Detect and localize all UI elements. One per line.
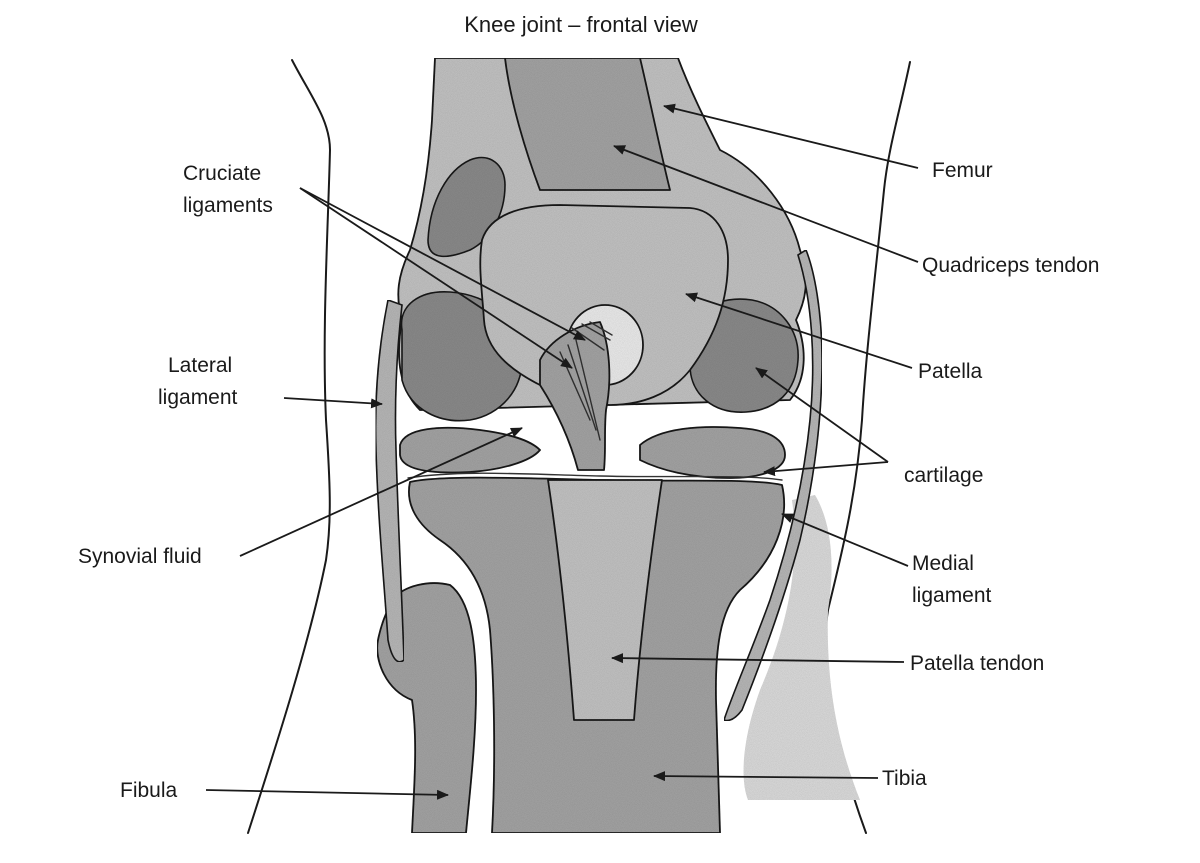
label-cruciate-line2: ligaments (183, 194, 273, 217)
quadriceps-tendon (504, 57, 671, 191)
label-synovial-fluid: Synovial fluid (78, 545, 202, 568)
label-quadriceps-tendon: Quadriceps tendon (922, 254, 1099, 277)
meniscus-medial (639, 426, 786, 479)
arrow-femur (663, 103, 919, 169)
label-patella-tendon: Patella tendon (910, 652, 1044, 675)
arrow-cartilage-1 (755, 367, 889, 463)
arrow-cruciate-1 (299, 187, 586, 341)
medial-ligament (722, 248, 823, 722)
soft-tissue-right (743, 495, 860, 800)
arrow-tibia (653, 771, 879, 782)
arrow-patella (685, 292, 913, 369)
cruciate-fibers (559, 321, 613, 441)
arrow-fibula (205, 789, 449, 800)
patella-tendon (547, 479, 663, 721)
label-patella: Patella (918, 360, 983, 383)
lateral-ligament (374, 298, 405, 663)
femur-medial-condyle (689, 298, 799, 413)
label-cruciate-line1: Cruciate (183, 162, 261, 185)
arrow-cartilage-2 (763, 461, 889, 477)
arrow-patella-tendon (611, 653, 905, 664)
arrow-quadriceps (613, 145, 919, 263)
label-fibula: Fibula (120, 779, 178, 802)
label-medial-line1: Medial (912, 552, 974, 575)
label-medial-line2: ligament (912, 584, 992, 607)
label-femur: Femur (932, 159, 993, 182)
label-cartilage: cartilage (904, 464, 983, 487)
arrow-medial-ligament (781, 513, 909, 567)
skin-outline-left (247, 59, 331, 834)
label-lateral-line2: ligament (158, 386, 238, 409)
label-lateral-line1: Lateral (168, 354, 232, 377)
meniscus-lateral (399, 426, 541, 474)
diagram-title: Knee joint – frontal view (464, 12, 698, 37)
arrow-cruciate-2 (299, 187, 573, 369)
arrow-synovial-fluid (239, 427, 523, 557)
arrow-lateral-ligament (283, 397, 383, 409)
synovial-fluid-line (407, 472, 783, 481)
label-tibia: Tibia (882, 767, 927, 790)
